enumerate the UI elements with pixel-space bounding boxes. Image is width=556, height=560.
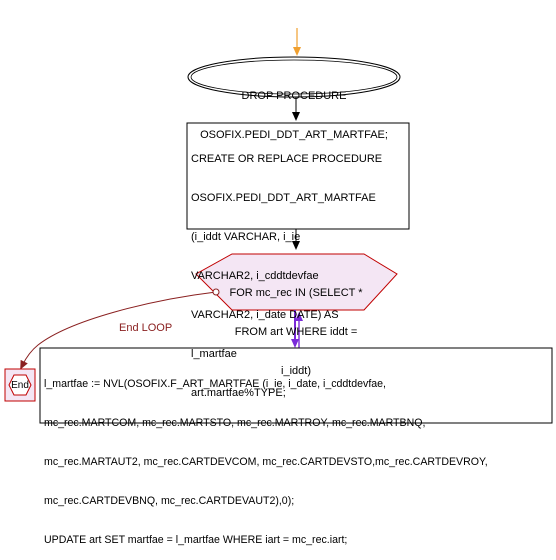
- end-node-label: End: [11, 380, 29, 391]
- end-loop-label: End LOOP: [119, 322, 173, 334]
- create-line-4: VARCHAR2, i_cddtdevfae: [191, 270, 319, 282]
- end-loop-anchor: [212, 288, 220, 296]
- body-line-4: mc_rec.CARTDEVBNQ, mc_rec.CARTDEVAUT2),0…: [44, 495, 295, 507]
- create-procedure-text: CREATE OR REPLACE PROCEDURE OSOFIX.PEDI_…: [191, 127, 382, 413]
- drop-procedure-node-inner: [190, 59, 398, 95]
- body-line-2: mc_rec.MARTCOM, mc_rec.MARTSTO, mc_rec.M…: [44, 417, 426, 429]
- for-loop-text: FOR mc_rec IN (SELECT * FROM art WHERE i…: [222, 261, 370, 391]
- loop-body-text: l_martfae := NVL(OSOFIX.F_ART_MARTFAE (i…: [44, 352, 488, 560]
- drop-line-2: OSOFIX.PEDI_DDT_ART_MARTFAE;: [200, 129, 388, 141]
- create-line-7: art.martfae%TYPE;: [191, 387, 286, 399]
- create-line-3: (i_iddt VARCHAR, i_ie: [191, 231, 301, 243]
- body-line-5: UPDATE art SET martfae = l_martfae WHERE…: [44, 534, 348, 546]
- drop-procedure-text: DROP PROCEDURE OSOFIX.PEDI_DDT_ART_MARTF…: [188, 64, 400, 155]
- flowchart-canvas: [4, 28, 553, 424]
- loop-line-3: i_iddt): [281, 365, 311, 377]
- loop-line-2: FROM art WHERE iddt =: [234, 326, 358, 338]
- loop-body-node[interactable]: [39, 347, 553, 424]
- drop-line-1: DROP PROCEDURE: [241, 90, 347, 102]
- body-line-1: l_martfae := NVL(OSOFIX.F_ART_MARTFAE (i…: [44, 378, 386, 390]
- for-loop-node[interactable]: [195, 253, 398, 311]
- drop-procedure-node[interactable]: [187, 56, 401, 98]
- end-loop-connector: [20, 291, 217, 370]
- body-line-3: mc_rec.MARTAUT2, mc_rec.CARTDEVCOM, mc_r…: [44, 456, 488, 468]
- end-node-diamond: [8, 374, 32, 396]
- create-line-5: VARCHAR2, i_date DATE) AS: [191, 309, 339, 321]
- create-line-2: OSOFIX.PEDI_DDT_ART_MARTFAE: [191, 192, 376, 204]
- create-line-1: CREATE OR REPLACE PROCEDURE: [191, 153, 383, 165]
- loop-line-1: FOR mc_rec IN (SELECT *: [229, 287, 363, 299]
- create-line-6: l_martfae: [191, 348, 237, 360]
- create-procedure-node[interactable]: [186, 122, 410, 230]
